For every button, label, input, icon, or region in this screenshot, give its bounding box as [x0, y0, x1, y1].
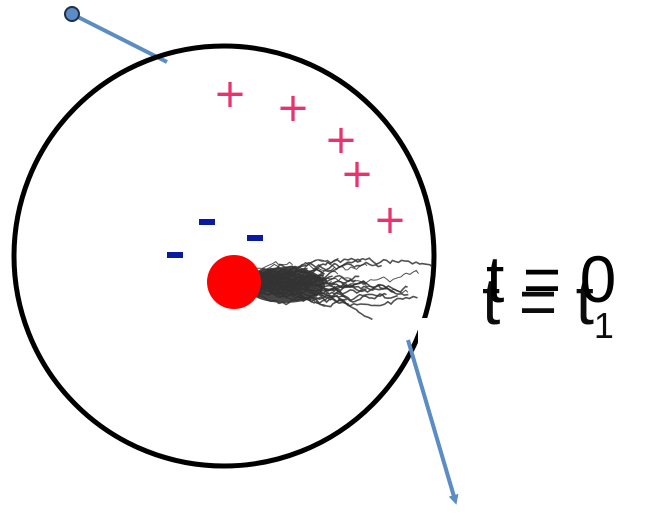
equation-t-zero-left: t	[486, 242, 505, 316]
chamber-circle	[11, 43, 437, 469]
positive-charge-icon: +	[276, 85, 310, 131]
negative-charge-icon	[167, 252, 183, 258]
equation-t-one-right: t	[575, 264, 594, 338]
positive-charge-icon: +	[373, 197, 407, 243]
equation-t-zero-right: 0	[579, 242, 617, 316]
negative-charge-icon	[247, 235, 263, 241]
trajectory-path	[249, 257, 339, 275]
trajectory-bundle	[245, 257, 433, 321]
incoming-beam	[71, 12, 168, 64]
equation-t-one-sign: =	[518, 264, 558, 338]
equation-t-one-subscript: 1	[593, 305, 614, 346]
equation-t-zero-sign: =	[522, 242, 562, 316]
circle-gap	[418, 318, 436, 346]
positive-charge-icon: +	[340, 151, 374, 197]
positive-charge-icon: +	[324, 117, 358, 163]
positive-charge-icon: +	[213, 71, 247, 117]
equation-t-zero: t = 0	[486, 246, 616, 312]
equation-t-one: t = t1	[482, 268, 614, 344]
positive-charges: +++++	[213, 71, 407, 243]
equation-t-one-left: t	[482, 264, 501, 338]
red-particle	[207, 255, 261, 309]
trajectory-core	[245, 267, 325, 303]
source-dot-icon	[64, 6, 80, 22]
negative-charges	[167, 219, 263, 258]
negative-charge-icon	[199, 219, 215, 225]
outgoing-beam-arrow-icon	[406, 339, 459, 505]
